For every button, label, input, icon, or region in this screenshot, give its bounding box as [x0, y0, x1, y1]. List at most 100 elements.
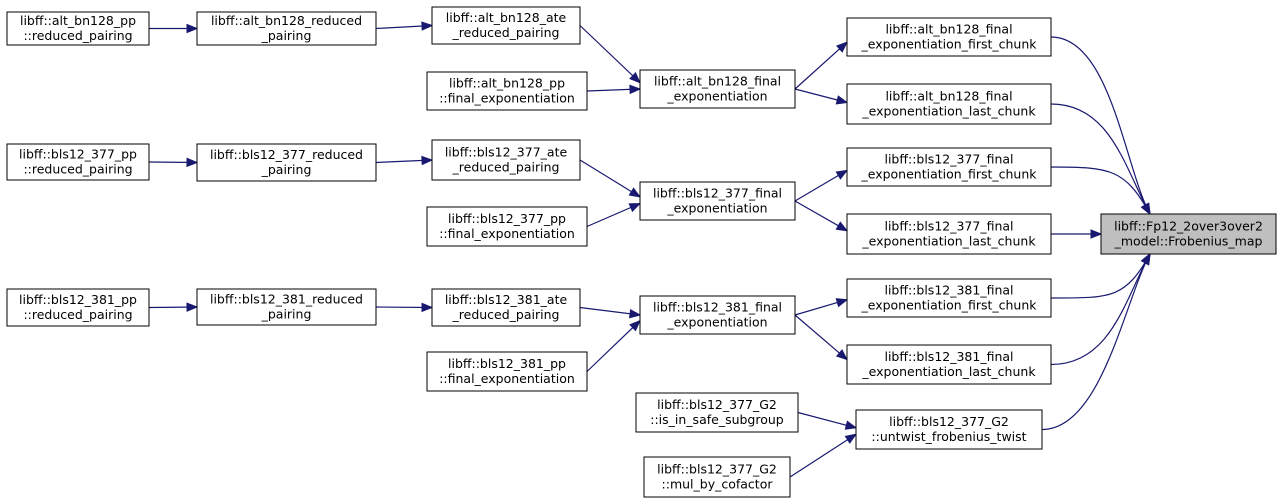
node-bn-ate[interactable]: libff::alt_bn128_ate_reduced_pairing	[431, 6, 581, 45]
node-box[interactable]	[196, 288, 377, 326]
node-box[interactable]	[6, 288, 150, 327]
node-box[interactable]	[1100, 213, 1277, 255]
node-box[interactable]	[846, 278, 1052, 318]
node-box[interactable]	[426, 71, 588, 111]
node-b381-pp-rp[interactable]: libff::bls12_381_pp::reduced_pairing	[6, 288, 150, 327]
edge-b377_fe-to-b377_last	[794, 200, 849, 232]
node-label-line: libff::alt_bn128_final	[885, 89, 1012, 104]
node-box[interactable]	[196, 143, 377, 182]
node-box[interactable]	[639, 69, 796, 109]
nodes-layer: libff::alt_bn128_pp::reduced_pairinglibf…	[6, 6, 1277, 498]
node-box[interactable]	[431, 139, 581, 181]
arrowhead	[835, 349, 849, 361]
edge-bn_fe-to-bn_last	[794, 88, 849, 105]
node-box[interactable]	[846, 17, 1052, 57]
node-box[interactable]	[6, 143, 150, 181]
node-b377-first[interactable]: libff::bls12_377_final_exponentiation_fi…	[846, 147, 1052, 187]
arrowhead	[835, 95, 849, 105]
node-bn-first[interactable]: libff::alt_bn128_final_exponentiation_fi…	[846, 17, 1052, 57]
node-box[interactable]	[635, 392, 799, 433]
node-label-line: _reduced_pairing	[452, 160, 560, 175]
node-g2-untwist[interactable]: libff::bls12_377_G2::untwist_frobenius_t…	[855, 409, 1043, 450]
node-box[interactable]	[846, 147, 1052, 187]
node-label-line: _pairing	[261, 307, 312, 322]
arrowhead	[421, 302, 434, 313]
node-b377-pp-fe[interactable]: libff::bls12_377_pp::final_exponentiatio…	[426, 206, 588, 247]
node-box[interactable]	[431, 6, 581, 45]
edge-line	[1050, 166, 1151, 215]
arrowhead	[836, 41, 849, 53]
node-box[interactable]	[846, 344, 1052, 385]
edge-line	[794, 314, 848, 361]
node-b377-last[interactable]: libff::bls12_377_final_exponentiation_la…	[846, 213, 1052, 255]
node-label-line: libff::alt_bn128_ate	[446, 10, 567, 25]
arrowhead	[186, 23, 199, 34]
node-label-line: libff::bls12_377_pp	[19, 147, 137, 162]
node-bn-pp-fe[interactable]: libff::alt_bn128_pp::final_exponentiatio…	[426, 71, 588, 111]
edge-b377_first-to-root	[1050, 166, 1151, 216]
arrowhead	[844, 420, 858, 430]
node-label-line: libff::bls12_377_final	[884, 219, 1013, 234]
edge-b377_pp_rp-to-b377_rp	[148, 157, 199, 168]
node-b381-last[interactable]: libff::bls12_381_final_exponentiation_la…	[846, 344, 1052, 385]
node-label-line: _exponentiation_last_chunk	[861, 364, 1036, 379]
node-label-line: libff::alt_bn128_pp	[20, 13, 136, 28]
node-label-line: _exponentiation	[666, 201, 767, 216]
node-label-line: _exponentiation_last_chunk	[861, 104, 1036, 119]
node-box[interactable]	[6, 11, 150, 46]
node-label-line: libff::Fp12_2over3over2	[1114, 219, 1263, 234]
node-label-line: libff::alt_bn128_final	[654, 74, 781, 89]
node-b381-first[interactable]: libff::bls12_381_final_exponentiation_fi…	[846, 278, 1052, 318]
edge-line	[1050, 103, 1151, 215]
edge-b377_fe-to-b377_first	[794, 169, 849, 202]
node-label-line: libff::bls12_377_G2	[889, 414, 1009, 429]
edges-layer	[148, 21, 1151, 478]
node-box[interactable]	[846, 83, 1052, 125]
edge-bn_pp_rp-to-bn_rp	[149, 23, 199, 34]
edge-bn_rp-to-bn_ate	[375, 21, 434, 31]
arrowhead	[628, 187, 642, 198]
node-b377-rp[interactable]: libff::bls12_377_reduced_pairing	[196, 143, 377, 182]
node-b381-rp[interactable]: libff::bls12_381_reduced_pairing	[196, 288, 377, 326]
node-bn-fe[interactable]: libff::alt_bn128_final_exponentiation	[639, 69, 796, 109]
node-g2-safe[interactable]: libff::bls12_377_G2::is_in_safe_subgroup	[635, 392, 799, 433]
edge-b377_ate-to-b377_fe	[579, 159, 642, 198]
node-box[interactable]	[426, 206, 588, 247]
node-b377-pp-rp[interactable]: libff::bls12_377_pp::reduced_pairing	[6, 143, 150, 181]
node-b377-ate[interactable]: libff::bls12_377_ate_reduced_pairing	[431, 139, 581, 181]
node-b381-pp-fe[interactable]: libff::bls12_381_pp::final_exponentiatio…	[426, 351, 588, 392]
node-b377-fe[interactable]: libff::bls12_377_final_exponentiation	[639, 181, 796, 221]
node-box[interactable]	[855, 409, 1043, 450]
node-box[interactable]	[639, 295, 796, 335]
edge-b381_fe-to-b381_last	[794, 314, 849, 361]
node-b381-fe[interactable]: libff::bls12_381_final_exponentiation	[639, 295, 796, 335]
node-box[interactable]	[846, 213, 1052, 255]
node-root[interactable]: libff::Fp12_2over3over2_model::Frobenius…	[1100, 213, 1277, 255]
edge-line	[794, 41, 848, 90]
arrowhead	[629, 84, 642, 95]
node-label-line: _exponentiation	[666, 89, 767, 104]
edge-line	[579, 25, 641, 84]
node-label-line: ::untwist_frobenius_twist	[871, 429, 1026, 444]
node-box[interactable]	[196, 11, 377, 46]
node-bn-last[interactable]: libff::alt_bn128_final_exponentiation_la…	[846, 83, 1052, 125]
arrowhead	[629, 319, 641, 332]
node-bn-pp-rp[interactable]: libff::alt_bn128_pp::reduced_pairing	[6, 11, 150, 46]
node-g2-mul[interactable]: libff::bls12_377_G2::mul_by_cofactor	[643, 456, 791, 498]
arrowhead	[629, 71, 641, 84]
node-box[interactable]	[643, 456, 791, 498]
node-label-line: ::final_exponentiation	[439, 371, 575, 386]
node-label-line: _reduced_pairing	[452, 25, 560, 40]
node-box[interactable]	[426, 351, 588, 392]
node-label-line: _exponentiation_last_chunk	[861, 234, 1036, 249]
node-label-line: libff::bls12_381_reduced	[210, 292, 363, 307]
node-box[interactable]	[431, 288, 581, 327]
node-b381-ate[interactable]: libff::bls12_381_ate_reduced_pairing	[431, 288, 581, 327]
arrowhead	[186, 302, 199, 312]
node-box[interactable]	[639, 181, 796, 221]
arrowhead	[628, 308, 642, 319]
node-label-line: _pairing	[261, 162, 312, 177]
node-label-line: libff::bls12_377_pp	[448, 211, 566, 226]
node-bn-rp[interactable]: libff::alt_bn128_reduced_pairing	[196, 11, 377, 46]
